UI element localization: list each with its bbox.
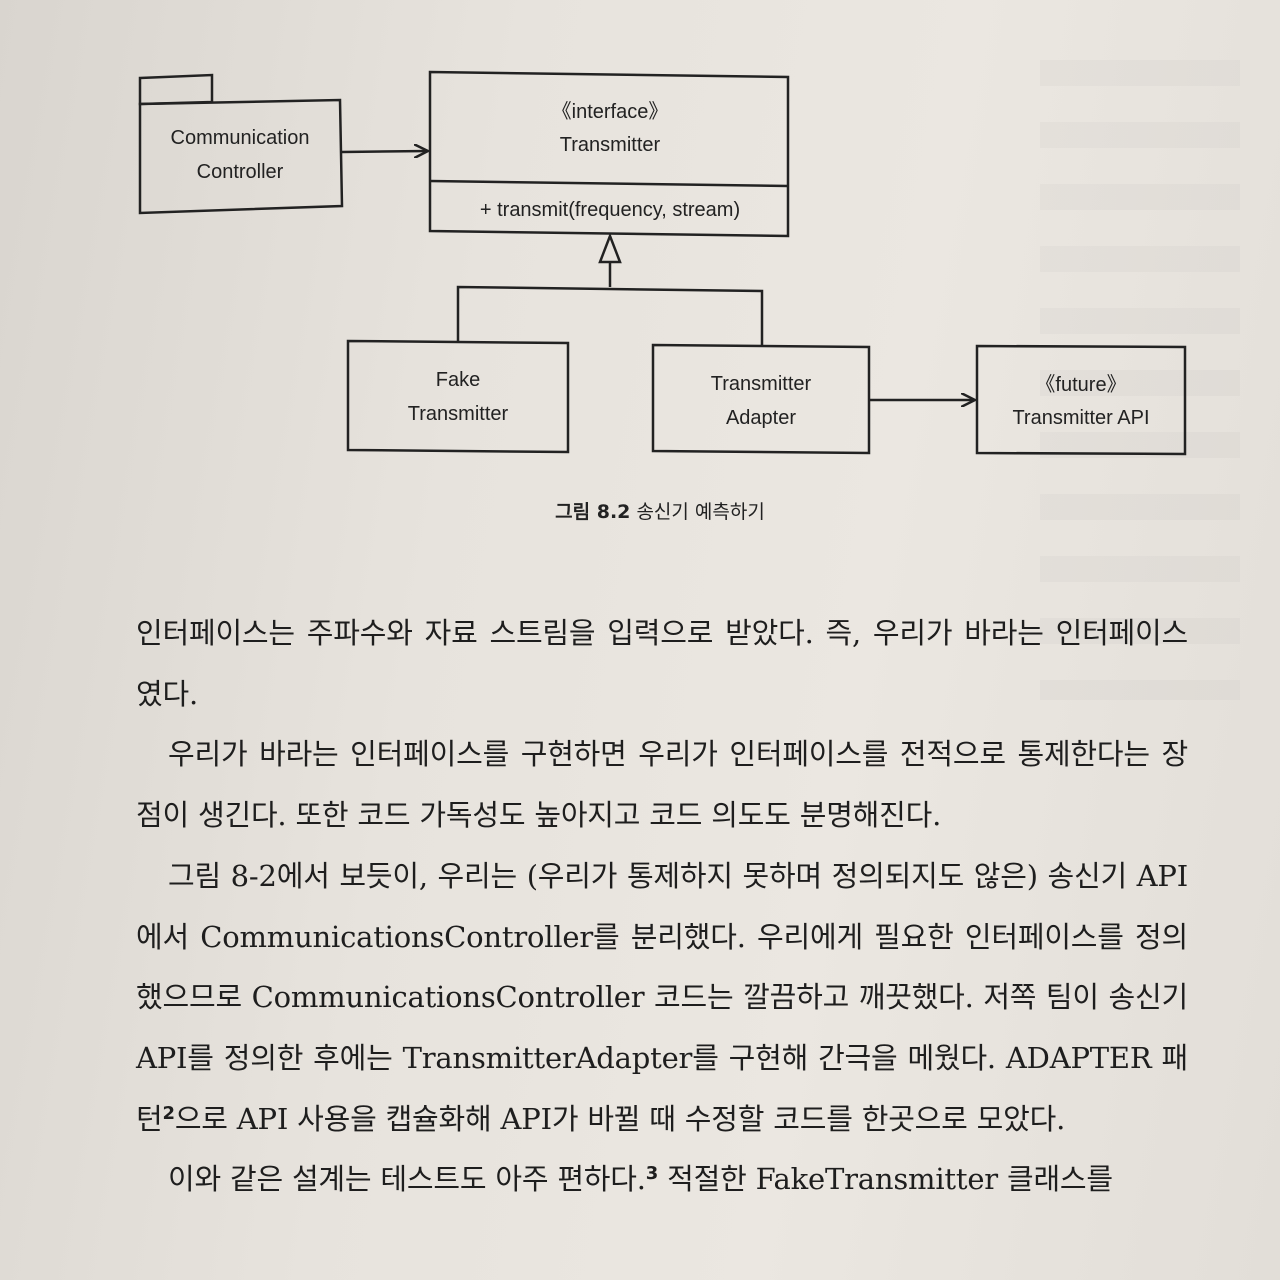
paragraph-3-tail: 으로 API 사용을 캡슐화해 API가 바뀔 때 수정할 코드를 한곳으로 모…: [174, 1101, 1066, 1136]
future-transmitter-api-class: 《future》 Transmitter API: [975, 344, 1187, 456]
paragraph-2: 우리가 바라는 인터페이스를 구현하면 우리가 인터페이스를 전적으로 통제한다…: [136, 737, 1188, 833]
figure-caption: 그림 8.2 송신기 예측하기: [0, 497, 1280, 524]
paragraph-1: 인터페이스는 주파수와 자료 스트림을 입력으로 받았다. 즉, 우리가 바라는…: [136, 616, 1188, 711]
uml-diagram: Communication Controller 《interface》 Tra…: [138, 70, 1187, 456]
interface-stereotype: 《interface》: [552, 101, 669, 123]
transmitter-adapter-line2: Adapter: [726, 407, 796, 429]
interface-operation: + transmit(frequency, stream): [480, 199, 740, 221]
footnote-ref-2: 2: [162, 1102, 175, 1124]
communication-controller-line2: Controller: [197, 161, 284, 183]
communication-controller-line1: Communication: [171, 127, 310, 149]
communication-controller-package: Communication Controller: [138, 73, 344, 215]
fake-transmitter-class: Fake Transmitter: [346, 339, 570, 454]
future-api-name: Transmitter API: [1012, 407, 1149, 429]
figure-caption-label: 그림 8.2: [555, 501, 631, 523]
bleed-through-text: [1040, 60, 1240, 700]
paragraph-3-text: 그림 8-2에서 보듯이, 우리는 (우리가 통제하지 못하며 정의되지도 않은…: [136, 858, 1188, 1136]
generalization-connector: [456, 232, 764, 347]
paragraph-4: 이와 같은 설계는 테스트도 아주 편하다.3 적절한 FakeTransmit…: [136, 1149, 1188, 1210]
dependency-arrow-controller: [341, 151, 428, 152]
future-stereotype: 《future》: [1035, 374, 1126, 396]
paragraph-4-tail: 적절한 FakeTransmitter 클래스를: [658, 1162, 1113, 1197]
figure-caption-title: 송신기 예측하기: [636, 501, 765, 523]
transmitter-interface-class: 《interface》 Transmitter + transmit(frequ…: [428, 70, 790, 238]
paragraph-4-text: 이와 같은 설계는 테스트도 아주 편하다.: [168, 1162, 646, 1197]
fake-transmitter-line1: Fake: [436, 369, 480, 391]
footnote-ref-3: 3: [645, 1163, 659, 1185]
transmitter-adapter-line1: Transmitter: [711, 373, 812, 395]
body-text: 인터페이스는 주파수와 자료 스트림을 입력으로 받았다. 즉, 우리가 바라는…: [136, 603, 1188, 1210]
paragraph-3: 그림 8-2에서 보듯이, 우리는 (우리가 통제하지 못하며 정의되지도 않은…: [136, 846, 1188, 1150]
fake-transmitter-line2: Transmitter: [408, 403, 509, 425]
interface-name: Transmitter: [560, 134, 661, 156]
transmitter-adapter-class: Transmitter Adapter: [651, 343, 871, 455]
